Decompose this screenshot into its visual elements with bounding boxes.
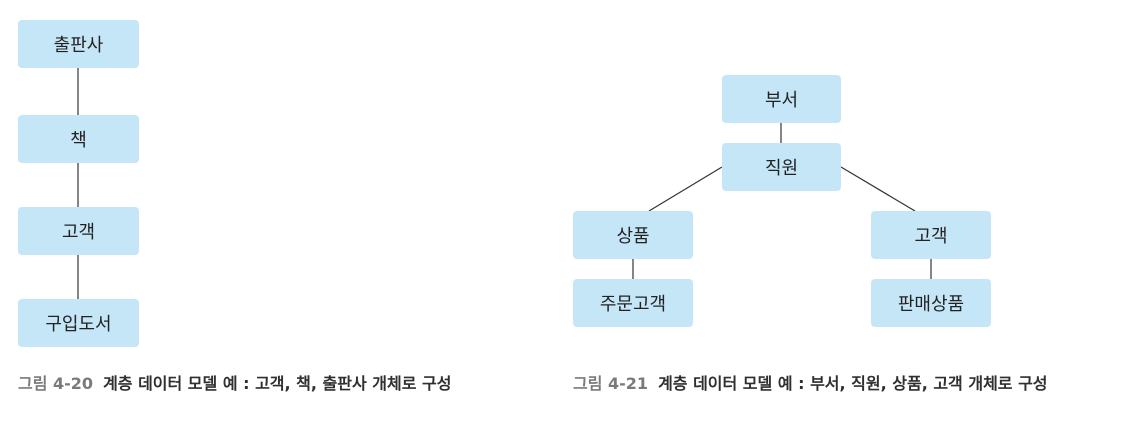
caption-figure-4-20: 그림 4-20 계층 데이터 모델 예 : 고객, 책, 출판사 개체로 구성 — [18, 370, 451, 394]
connector-employee-customer — [840, 166, 916, 212]
connector-employee-product — [648, 166, 723, 212]
caption-number: 그림 4-20 — [18, 374, 94, 393]
node-department: 부서 — [722, 75, 841, 123]
node-order-customer: 주문고객 — [573, 279, 693, 327]
node-employee: 직원 — [722, 143, 841, 191]
node-customer-21: 고객 — [871, 211, 991, 259]
caption-number: 그림 4-21 — [573, 374, 649, 393]
caption-text: 계층 데이터 모델 예 : 부서, 직원, 상품, 고객 개체로 구성 — [658, 374, 1048, 393]
node-customer: 고객 — [18, 207, 139, 255]
node-product: 상품 — [573, 211, 693, 259]
caption-figure-4-21: 그림 4-21 계층 데이터 모델 예 : 부서, 직원, 상품, 고객 개체로 … — [573, 370, 1048, 394]
node-book: 책 — [18, 115, 139, 163]
caption-text: 계층 데이터 모델 예 : 고객, 책, 출판사 개체로 구성 — [103, 374, 452, 393]
node-publisher: 출판사 — [18, 20, 139, 68]
node-sold-product: 판매상품 — [871, 279, 991, 327]
node-purchased-book: 구입도서 — [18, 299, 139, 347]
